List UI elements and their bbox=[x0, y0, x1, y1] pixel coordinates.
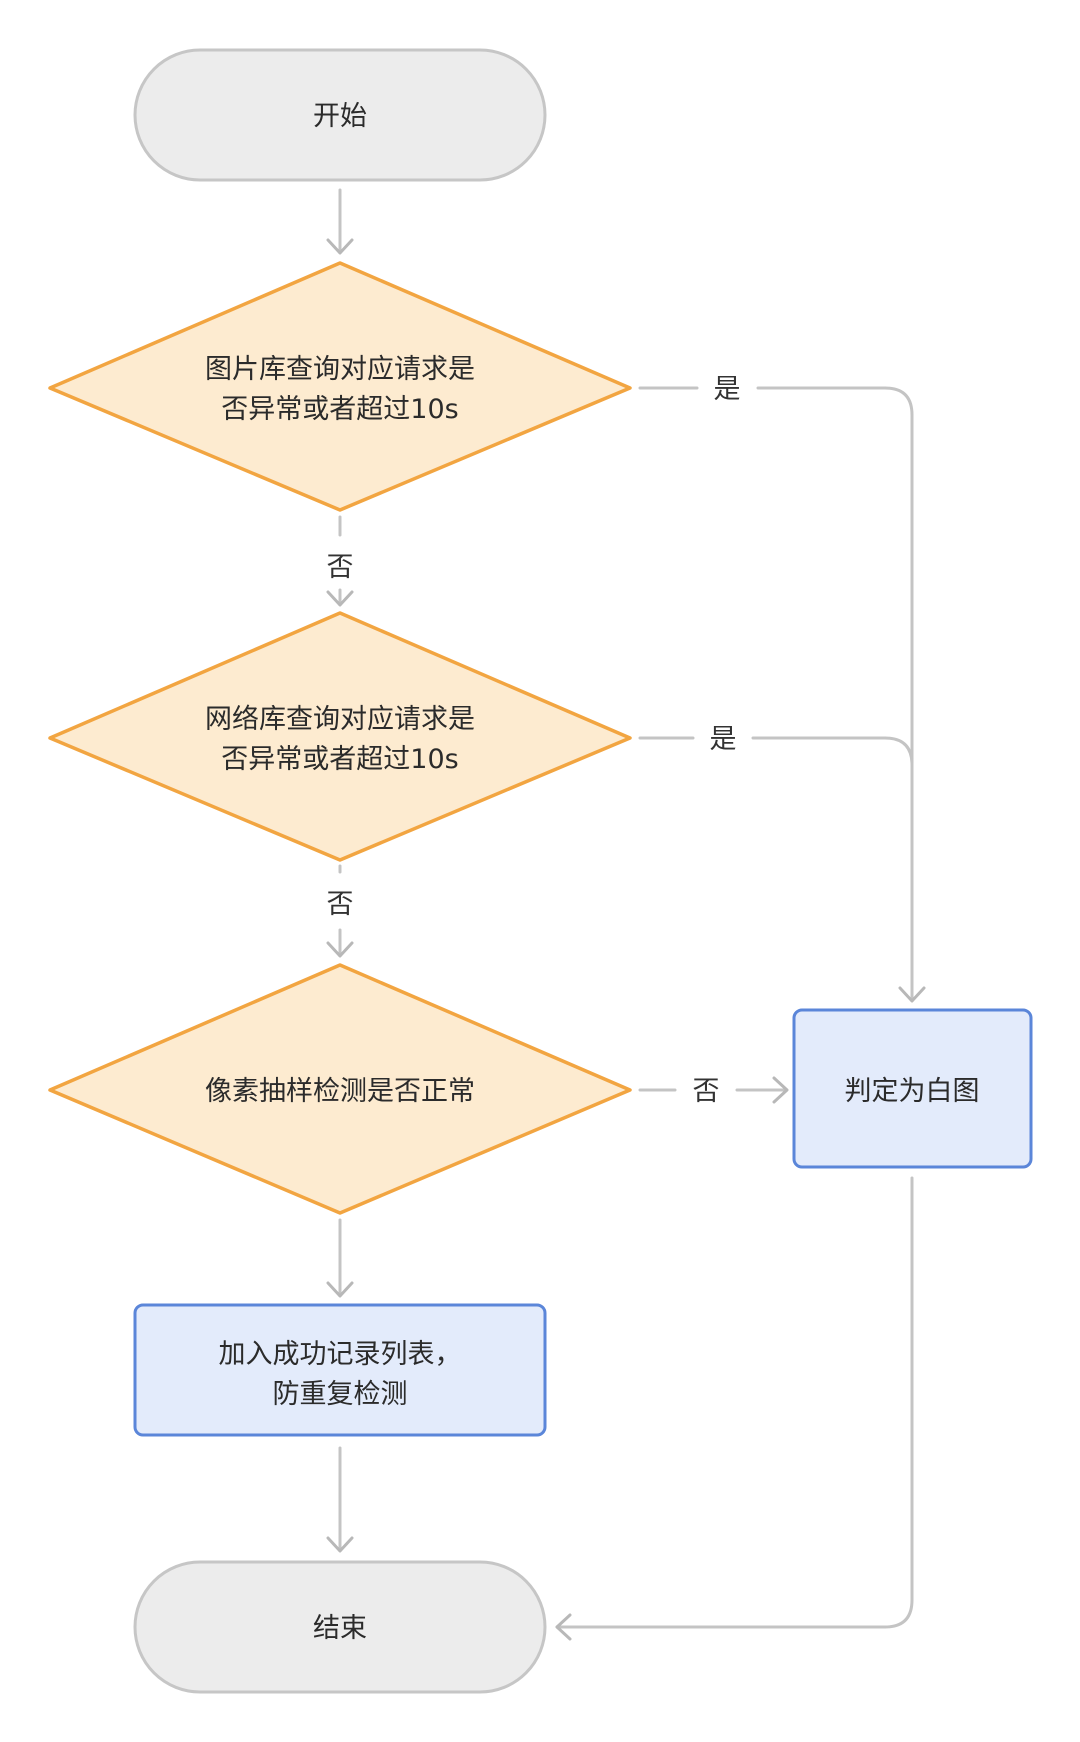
edge-label-no: 否 bbox=[327, 552, 354, 583]
edge-decision2-yes: 是 bbox=[638, 724, 914, 767]
decision-network-library-node: 网络库查询对应请求是 否异常或者超过10s bbox=[48, 611, 632, 862]
record-success-line2: 防重复检测 bbox=[273, 1379, 408, 1410]
edge-white-to-end bbox=[555, 1176, 914, 1641]
edge-decision3-no: 否 bbox=[638, 1076, 789, 1107]
decision-network-library-line2: 否异常或者超过10s bbox=[221, 744, 458, 775]
edge-label-yes: 是 bbox=[710, 724, 737, 755]
arrow-head-icon bbox=[898, 986, 926, 1003]
arrow-head-icon bbox=[772, 1076, 789, 1104]
decision-image-library-line2: 否异常或者超过10s bbox=[221, 394, 458, 425]
edge-label-yes: 是 bbox=[714, 374, 741, 405]
record-success-line1: 加入成功记录列表， bbox=[219, 1339, 462, 1370]
edge-label-no: 否 bbox=[327, 889, 354, 920]
decision-pixel-sampling-node: 像素抽样检测是否正常 bbox=[48, 963, 632, 1215]
decision-image-library-node: 图片库查询对应请求是 否异常或者超过10s bbox=[48, 261, 632, 512]
start-label: 开始 bbox=[313, 101, 367, 132]
arrow-head-icon bbox=[326, 941, 354, 958]
edge-decision3-to-record bbox=[326, 1218, 354, 1298]
arrow-head-icon bbox=[326, 1536, 354, 1553]
edge-start-to-decision1 bbox=[326, 188, 354, 255]
end-node: 结束 bbox=[133, 1560, 547, 1694]
arrow-head-icon bbox=[326, 590, 354, 607]
arrow-head-icon bbox=[326, 238, 354, 255]
edge-record-to-end bbox=[326, 1446, 354, 1553]
decision-image-library-line1: 图片库查询对应请求是 bbox=[205, 354, 475, 385]
arrow-head-icon bbox=[326, 1281, 354, 1298]
arrow-head-icon bbox=[555, 1613, 572, 1641]
edge-decision1-yes: 是 bbox=[638, 374, 926, 1003]
edge-decision1-no: 否 bbox=[326, 515, 354, 607]
end-label: 结束 bbox=[313, 1613, 367, 1644]
edge-decision2-no: 否 bbox=[326, 864, 354, 958]
record-success-node: 加入成功记录列表， 防重复检测 bbox=[133, 1303, 547, 1437]
edge-label-no: 否 bbox=[693, 1076, 720, 1107]
white-image-node: 判定为白图 bbox=[792, 1008, 1033, 1169]
decision-network-library-line1: 网络库查询对应请求是 bbox=[205, 704, 475, 735]
white-image-label: 判定为白图 bbox=[845, 1076, 980, 1107]
decision-pixel-sampling-label: 像素抽样检测是否正常 bbox=[205, 1076, 475, 1107]
start-node: 开始 bbox=[133, 48, 547, 182]
